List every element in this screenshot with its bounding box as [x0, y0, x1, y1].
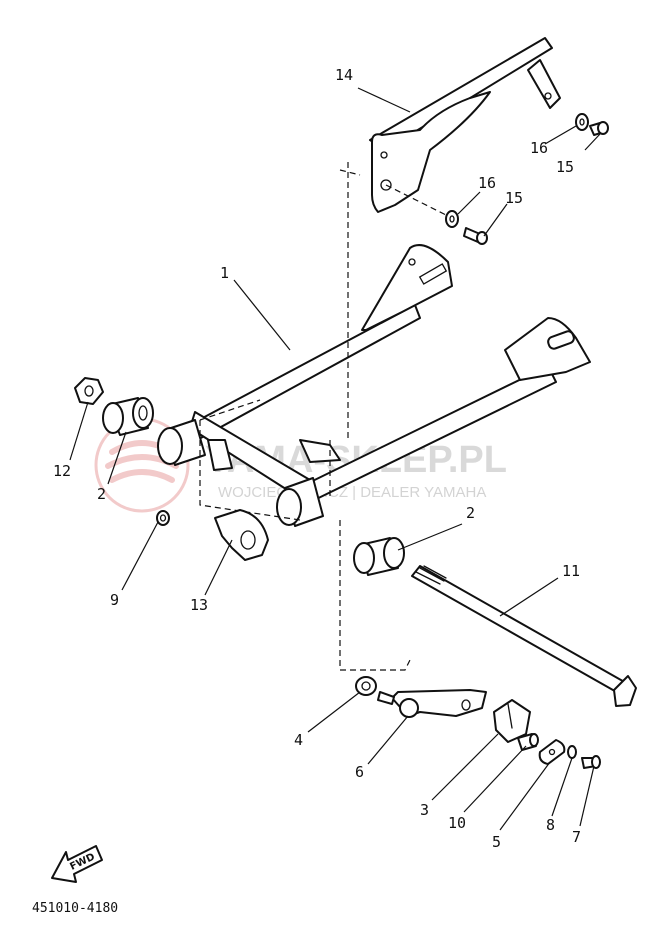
leader-lines	[69, 87, 601, 831]
callout-11: 11	[562, 562, 580, 580]
assembly-line-frame	[199, 162, 411, 671]
part-7-bolt	[581, 755, 601, 769]
callout-2-right: 2	[466, 504, 475, 522]
part-2-bushing-right	[353, 537, 405, 576]
part-1-stand-frame	[179, 244, 591, 509]
callout-14: 14	[335, 66, 353, 84]
callout-7: 7	[572, 828, 581, 846]
part-8-washer	[567, 745, 577, 759]
part-5-plate	[538, 739, 566, 765]
callout-6: 6	[355, 763, 364, 781]
callout-1: 1	[220, 264, 229, 282]
callout-3: 3	[420, 801, 429, 819]
diagram-code: 451010-4180	[32, 901, 118, 916]
callout-8: 8	[546, 816, 555, 834]
fwd-arrow: FWD	[51, 845, 103, 883]
part-12-nut	[74, 377, 104, 405]
part-11-pivot-shaft	[411, 565, 637, 707]
callout-5: 5	[492, 833, 501, 851]
part-4-collar	[355, 676, 377, 696]
part-16-washer-upper	[575, 113, 589, 131]
assembly-line-bracket	[385, 184, 449, 217]
callout-labels: 14 16 15 16 15 1 12 2 2 11 9 13 4 6 3 10…	[53, 66, 581, 851]
frame-pivot-left	[157, 419, 206, 466]
watermark-tagline: WOJCIECHOWICZ | DEALER YAMAHA	[218, 484, 486, 501]
callout-15-lower: 15	[505, 189, 523, 207]
callout-4: 4	[294, 731, 303, 749]
callout-2-left: 2	[97, 485, 106, 503]
callout-10: 10	[448, 814, 466, 832]
callout-16-upper: 16	[530, 139, 548, 157]
callout-9: 9	[110, 591, 119, 609]
part-2-bushing-left	[102, 397, 154, 436]
part-15-bolt-upper	[589, 121, 609, 136]
callout-16-lower: 16	[478, 174, 496, 192]
part-14-bracket	[369, 37, 561, 213]
callout-13: 13	[190, 596, 208, 614]
part-9-circlip	[156, 510, 170, 526]
callout-12: 12	[53, 462, 71, 480]
part-6-lever-arm	[377, 689, 487, 718]
part-16-washer-lower	[445, 210, 459, 228]
part-15-bolt-lower	[463, 227, 488, 245]
frame-pivot-right	[276, 477, 324, 527]
part-10-spacer	[517, 733, 539, 751]
callout-15-upper: 15	[556, 158, 574, 176]
part-13-clamp	[214, 509, 269, 561]
part-3-rubber-stopper	[493, 699, 531, 743]
